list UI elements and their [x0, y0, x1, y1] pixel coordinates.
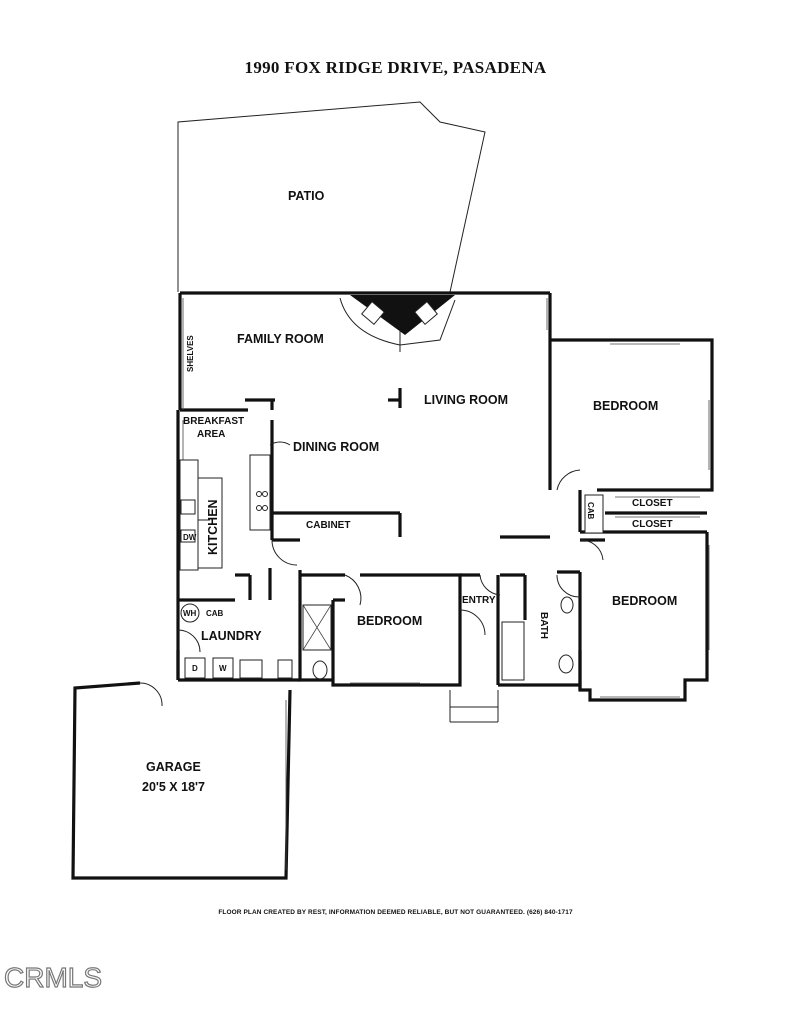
dryer-label: D [192, 664, 198, 673]
cab-label: CAB [586, 502, 595, 520]
bedroom-2-label: BEDROOM [357, 614, 422, 628]
closet-2-label: CLOSET [632, 519, 673, 530]
living-room-label: LIVING ROOM [424, 393, 508, 407]
closet-1-label: CLOSET [632, 498, 673, 509]
dining-room-label: DINING ROOM [293, 440, 379, 454]
kitchen-fixtures [179, 454, 271, 571]
area-label: AREA [197, 429, 225, 440]
patio-outline [177, 101, 486, 293]
shelves-label: SHELVES [186, 335, 195, 372]
patio-label: PATIO [288, 189, 325, 203]
entry-steps [449, 690, 499, 723]
laundry-fixtures [180, 603, 332, 680]
bath-fixtures [501, 494, 604, 681]
crmls-logo: CRMLS [3, 961, 103, 993]
laundry-label: LAUNDRY [201, 629, 262, 643]
family-room-label: FAMILY ROOM [237, 332, 324, 346]
wh-label: WH [183, 609, 197, 618]
breakfast-label: BREAKFAST [183, 416, 244, 427]
washer-label: W [219, 664, 227, 673]
dw-label: DW [183, 533, 197, 542]
bath-label: BATH [538, 612, 549, 639]
entry-label: ENTRY [462, 595, 496, 606]
bedroom-3-label: BEDROOM [612, 594, 677, 608]
windows [182, 298, 710, 870]
fireplace [339, 295, 456, 352]
plan-title: 1990 FOX RIDGE DRIVE, PASADENA [244, 58, 547, 77]
garage-size-label: 20'5 X 18'7 [142, 780, 205, 794]
garage-label: GARAGE [146, 760, 201, 774]
exterior-walls [71, 291, 714, 880]
cabinet-label: CABINET [306, 520, 350, 531]
disclaimer: FLOOR PLAN CREATED BY REST, INFORMATION … [218, 909, 573, 916]
bedroom-1-label: BEDROOM [593, 399, 658, 413]
kitchen-label: KITCHEN [206, 499, 220, 555]
cab-laundry-label: CAB [206, 609, 224, 618]
door-swings [139, 441, 604, 707]
